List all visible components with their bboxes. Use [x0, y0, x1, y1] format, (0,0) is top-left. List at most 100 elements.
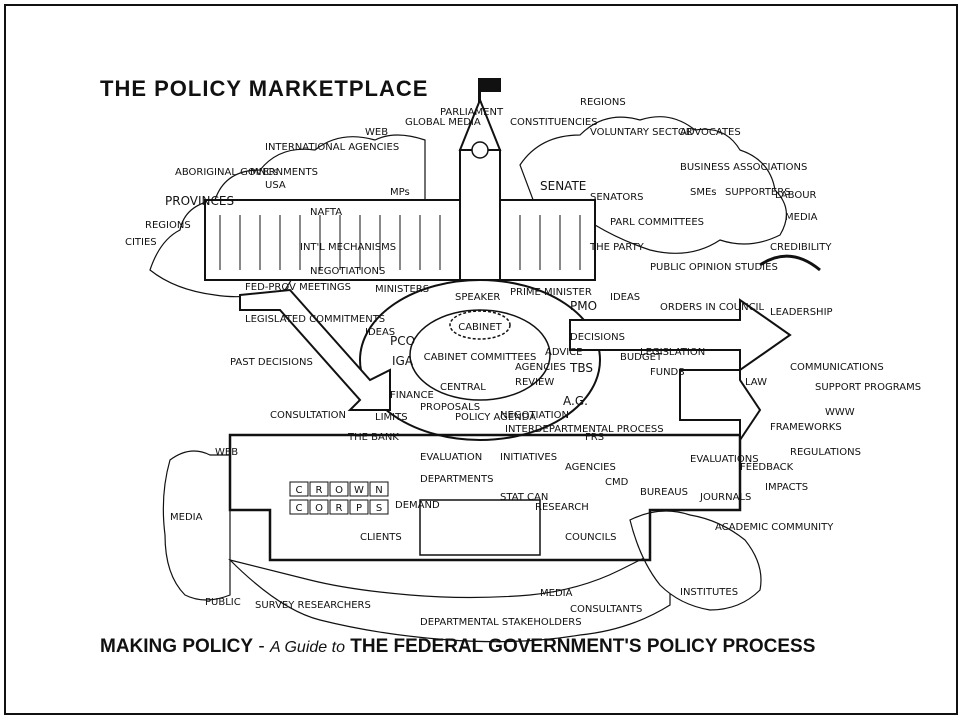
label-aboriginal-governments: ABORIGINAL GOVERNMENTS	[175, 167, 318, 178]
label-legislation: LEGISLATION	[640, 347, 705, 358]
label-agencies-low: AGENCIES	[565, 462, 616, 473]
label-negotiation: NEGOTIATION	[500, 410, 569, 421]
label-finance: FINANCE	[390, 390, 434, 401]
label-global-media: GLOBAL MEDIA	[405, 117, 481, 128]
label-the-party: THE PARTY	[589, 242, 645, 253]
crown-letter-4: W	[354, 485, 364, 496]
label-parl-committees: PARL COMMITTEES	[610, 217, 704, 228]
label-regions-left: REGIONS	[145, 220, 191, 231]
label-ag: A.G.	[563, 394, 588, 408]
label-credibility: CREDIBILITY	[770, 242, 832, 253]
central-agencies-oval	[359, 279, 601, 441]
label-voluntary-sector: VOLUNTARY SECTOR	[590, 127, 693, 138]
label-tbs: TBS	[569, 361, 593, 375]
label-senate: SENATE	[540, 179, 586, 193]
label-regulations: REGULATIONS	[790, 447, 861, 458]
subtitle-rest: THE FEDERAL GOVERNMENT'S POLICY PROCESS	[344, 636, 816, 657]
label-departments: DEPARTMENTS	[420, 474, 493, 485]
label-constituencies: CONSTITUENCIES	[510, 117, 598, 128]
label-departmental-stakeholders: DEPARTMENTAL STAKEHOLDERS	[420, 617, 582, 628]
subtitle-separator: -	[253, 636, 270, 657]
label-ministers: MINISTERS	[375, 284, 429, 295]
label-journals: JOURNALS	[699, 492, 751, 503]
label-international-agencies: INTERNATIONAL AGENCIES	[265, 142, 399, 153]
label-pmo: PMO	[570, 299, 597, 313]
corps-letter-3: R	[336, 503, 343, 514]
label-provinces: PROVINCES	[165, 194, 234, 208]
label-central: CENTRAL	[440, 382, 486, 393]
right-crowd	[629, 510, 762, 611]
label-intl-mechanisms: INT'L MECHANISMS	[300, 242, 396, 253]
label-regions-top: REGIONS	[580, 97, 626, 108]
diagram-labels: PARLIAMENT INTERNATIONAL AGENCIES WEB GL…	[125, 97, 921, 628]
label-ideas-left: IDEAS	[365, 327, 395, 338]
label-advocates: ADVOCATES	[680, 127, 741, 138]
label-orders-in-council: ORDERS IN COUNCIL	[660, 302, 765, 313]
label-interdepartmental-process: INTERDEPARTMENTAL PROCESS	[505, 424, 664, 435]
label-senators: SENATORS	[590, 192, 644, 203]
label-frameworks: FRAMEWORKS	[770, 422, 842, 433]
label-review: REVIEW	[515, 377, 554, 388]
label-business-associations: BUSINESS ASSOCIATIONS	[680, 162, 807, 173]
label-councils: COUNCILS	[565, 532, 617, 543]
parliament-building	[204, 78, 596, 281]
left-crowd	[162, 450, 231, 601]
subtitle-italic: A Guide to	[269, 639, 345, 656]
label-demand: DEMAND	[395, 500, 440, 511]
label-impacts: IMPACTS	[765, 482, 808, 493]
crown-letter-1: C	[296, 485, 303, 496]
corps-letter-1: C	[296, 503, 303, 514]
label-prime-minister: PRIME MINISTER	[510, 287, 592, 298]
label-communications: COMMUNICATIONS	[790, 362, 884, 373]
crown-letter-5: N	[375, 485, 382, 496]
departments-block	[228, 433, 742, 562]
label-negotiations: NEGOTIATIONS	[310, 266, 385, 277]
label-mps: MPs	[390, 187, 410, 198]
label-media-bottom: MEDIA	[540, 588, 573, 599]
label-consultation: CONSULTATION	[270, 410, 346, 421]
subtitle-main: MAKING POLICY	[100, 636, 254, 657]
right-big-arrow-upper	[569, 298, 792, 372]
label-consultants: CONSULTANTS	[570, 604, 642, 615]
label-evaluation: EVALUATION	[420, 452, 482, 463]
label-law: LAW	[745, 377, 767, 388]
bottom-crowd	[228, 544, 671, 643]
label-pco: PCO	[390, 334, 415, 348]
corps-letter-4: P	[356, 503, 362, 514]
label-usa: USA	[265, 180, 286, 191]
label-web-top: WEB	[365, 127, 388, 138]
label-fed-prov-meetings: FED-PROV MEETINGS	[245, 282, 351, 293]
label-advice: ADVICE	[545, 347, 582, 358]
credibility-arrow	[759, 254, 821, 272]
label-institutes: INSTITUTES	[680, 587, 738, 598]
label-support-programs: SUPPORT PROGRAMS	[815, 382, 921, 393]
label-frs: FRS	[585, 432, 604, 443]
crown-corps-grid: C R O W N C O R P S	[289, 481, 389, 515]
label-www: WWW	[825, 407, 855, 418]
label-speaker: SPEAKER	[455, 292, 500, 303]
corps-letter-2: O	[315, 503, 323, 514]
label-budget: BUDGET	[620, 352, 663, 363]
label-public-opinion-studies: PUBLIC OPINION STUDIES	[650, 262, 778, 273]
left-big-arrow	[239, 288, 391, 411]
diagram-title: THE POLICY MARKETPLACE	[100, 76, 429, 101]
label-bureaus: BUREAUS	[640, 487, 688, 498]
label-leadership: LEADERSHIP	[770, 307, 833, 318]
label-limits: LIMITS	[375, 412, 408, 423]
label-parliament: PARLIAMENT	[440, 107, 504, 118]
label-feedback: FEEDBACK	[740, 462, 794, 473]
label-evaluations: EVALUATIONS	[690, 454, 759, 465]
label-the-bank: THE BANK	[347, 432, 399, 443]
label-web-left: WEB	[215, 447, 238, 458]
label-past-decisions: PAST DECISIONS	[230, 357, 313, 368]
crown-letter-2: R	[316, 485, 323, 496]
label-labour: LABOUR	[775, 190, 817, 201]
label-supporters: SUPPORTERS	[725, 187, 791, 198]
label-mncs: MNCs	[250, 167, 278, 178]
crown-letter-3: O	[335, 485, 343, 496]
label-cmd: CMD	[605, 477, 629, 488]
corps-letter-5: S	[376, 503, 382, 514]
label-initiatives: INITIATIVES	[500, 452, 557, 463]
label-clients: CLIENTS	[360, 532, 402, 543]
label-cities: CITIES	[125, 237, 157, 248]
